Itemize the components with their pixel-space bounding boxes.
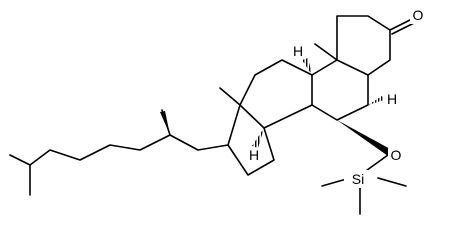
h9-label: H [293, 43, 303, 59]
ring-a-bond [336, 15, 391, 76]
carbonyl-oxygen-label: O [413, 7, 424, 23]
steroid-structure-diagram: O O Si H H H [9, 6, 426, 215]
c18-methyl-bond [219, 87, 241, 106]
h5-label: H [387, 91, 397, 107]
h14-label: H [249, 147, 259, 163]
ring-d-bond [227, 104, 275, 176]
h5-hash [368, 96, 384, 105]
atom-labels: O O Si H H H [249, 6, 426, 188]
ring-c-bond [239, 59, 313, 129]
side-chain-bond [9, 134, 229, 166]
ether-oxygen-label: O [391, 147, 402, 163]
h9-hash [302, 58, 312, 75]
c19-methyl-bond [314, 43, 338, 61]
si-methyl-bond-3 [377, 177, 407, 187]
stereo-bonds [160, 58, 392, 156]
h14-hash [252, 128, 264, 148]
bonds [9, 15, 417, 215]
c20-wedge [160, 111, 170, 135]
ring-b-bond [311, 59, 369, 121]
c7-o-wedge [337, 120, 392, 156]
silicon-label: Si [352, 171, 364, 187]
